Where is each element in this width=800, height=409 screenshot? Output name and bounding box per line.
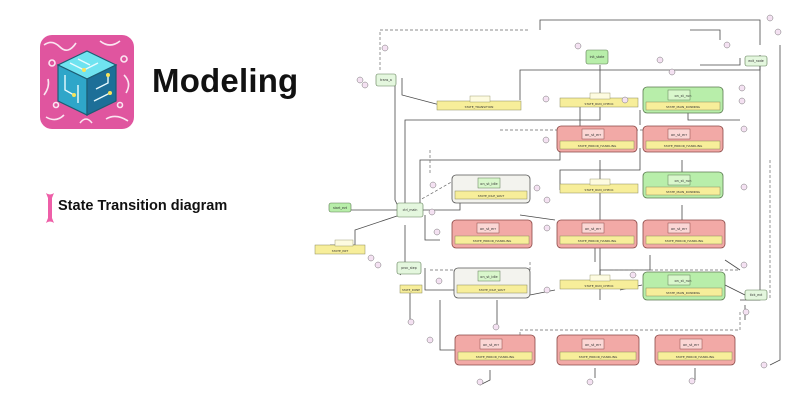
group-g4: on_st_run STATE_MAIN_RUNNING	[642, 171, 724, 199]
node-label: exit_node	[748, 59, 764, 63]
state-transition-diagram: on_st_run STATE_MAIN_RUNNING on_st_run S…	[314, 14, 782, 386]
pink-marker-icon	[46, 193, 54, 223]
group-g5: on_st_idle STATE_IDLE_WAIT	[451, 174, 531, 204]
group-label: on_st_err	[480, 227, 497, 231]
node-label: ctrl_main	[403, 208, 418, 212]
node-label: proc_step	[401, 266, 416, 270]
node-init: init_state	[585, 49, 609, 65]
node-tick: tick_evt	[744, 289, 768, 301]
group-label: on_st_err	[683, 343, 700, 347]
bar-b6: STATE_DONE	[399, 284, 423, 294]
node-label: init_state	[590, 55, 605, 59]
bar-b1: STATE_TRANSITION	[436, 95, 522, 111]
bar-label: STATE_TRANSITION	[465, 105, 494, 109]
group-g7: on_st_err STATE_ERROR_HANDLING	[556, 219, 638, 249]
node-start: start_evt	[328, 202, 352, 213]
group-label: on_st_err	[483, 343, 500, 347]
bar-b2: STATE_INIT	[314, 239, 366, 255]
bar-b3: STATE_RUN_CHECK	[559, 92, 639, 108]
group-bar-label: STATE_MAIN_RUNNING	[666, 291, 701, 295]
group-bar-label: STATE_IDLE_WAIT	[479, 288, 506, 292]
node-trans-a: trans_a	[375, 73, 397, 87]
bar-label: STATE_RUN_CHECK	[585, 102, 615, 106]
group-g6: on_st_err STATE_ERROR_HANDLING	[451, 219, 533, 249]
group-g10: on_st_run STATE_MAIN_RUNNING	[642, 271, 726, 301]
node-proc-step: proc_step	[396, 261, 422, 275]
bar-label: STATE_RUN_CHECK	[585, 188, 615, 192]
node-label: trans_a	[380, 78, 392, 82]
page-title: Modeling	[152, 62, 299, 99]
group-bar-label: STATE_ERROR_HANDLING	[578, 239, 617, 243]
group-label: on_st_run	[675, 179, 692, 183]
group-g8: on_st_err STATE_ERROR_HANDLING	[642, 219, 726, 249]
group-label: on_st_run	[675, 94, 692, 98]
bar-label: STATE_INIT	[332, 249, 349, 253]
group-bar-label: STATE_ERROR_HANDLING	[664, 144, 703, 148]
node-label: tick_evt	[750, 293, 763, 297]
group-bar-label: STATE_MAIN_RUNNING	[666, 105, 701, 109]
group-label: on_st_err	[585, 227, 602, 231]
group-bar-label: STATE_ERROR_HANDLING	[676, 355, 715, 359]
group-bar-label: STATE_ERROR_HANDLING	[579, 355, 618, 359]
group-label: on_st_run	[675, 279, 692, 283]
group-g9: on_st_idle STATE_IDLE_WAIT	[453, 267, 531, 299]
group-label: on_st_idle	[480, 182, 497, 186]
group-bar-label: STATE_ERROR_HANDLING	[578, 144, 617, 148]
transition-lines	[330, 19, 781, 386]
group-g3: on_st_err STATE_ERROR_HANDLING	[642, 125, 724, 153]
group-g11: on_st_err STATE_ERROR_HANDLING	[454, 334, 536, 366]
group-bar-label: STATE_ERROR_HANDLING	[665, 239, 704, 243]
group-g13: on_st_err STATE_ERROR_HANDLING	[654, 334, 736, 366]
group-label: on_st_idle	[480, 275, 497, 279]
group-bar-label: STATE_IDLE_WAIT	[478, 194, 505, 198]
group-g2: on_st_err STATE_ERROR_HANDLING	[556, 125, 638, 153]
group-g1: on_st_run STATE_MAIN_RUNNING	[642, 86, 724, 114]
node-exit: exit_node	[744, 55, 768, 67]
group-bar-label: STATE_ERROR_HANDLING	[473, 239, 512, 243]
group-label: on_st_err	[671, 133, 688, 137]
group-g12: on_st_err STATE_ERROR_HANDLING	[556, 334, 640, 366]
terminal-circles	[356, 14, 782, 386]
diagram-subtitle: State Transition diagram	[58, 198, 228, 214]
node-label: start_evt	[333, 206, 348, 210]
bar-label: STATE_RUN_CHECK	[585, 284, 615, 288]
bar-label: STATE_DONE	[402, 288, 420, 292]
app-logo	[40, 35, 134, 129]
bar-b4: STATE_RUN_CHECK	[559, 178, 639, 194]
group-label: on_st_err	[585, 343, 602, 347]
bar-b5: STATE_RUN_CHECK	[559, 274, 639, 290]
group-label: on_st_err	[585, 133, 602, 137]
node-ctrl-main: ctrl_main	[396, 202, 424, 218]
group-bar-label: STATE_MAIN_RUNNING	[666, 190, 701, 194]
group-label: on_st_err	[671, 227, 688, 231]
circuit-cube-icon	[43, 40, 130, 124]
group-bar-label: STATE_ERROR_HANDLING	[476, 355, 515, 359]
